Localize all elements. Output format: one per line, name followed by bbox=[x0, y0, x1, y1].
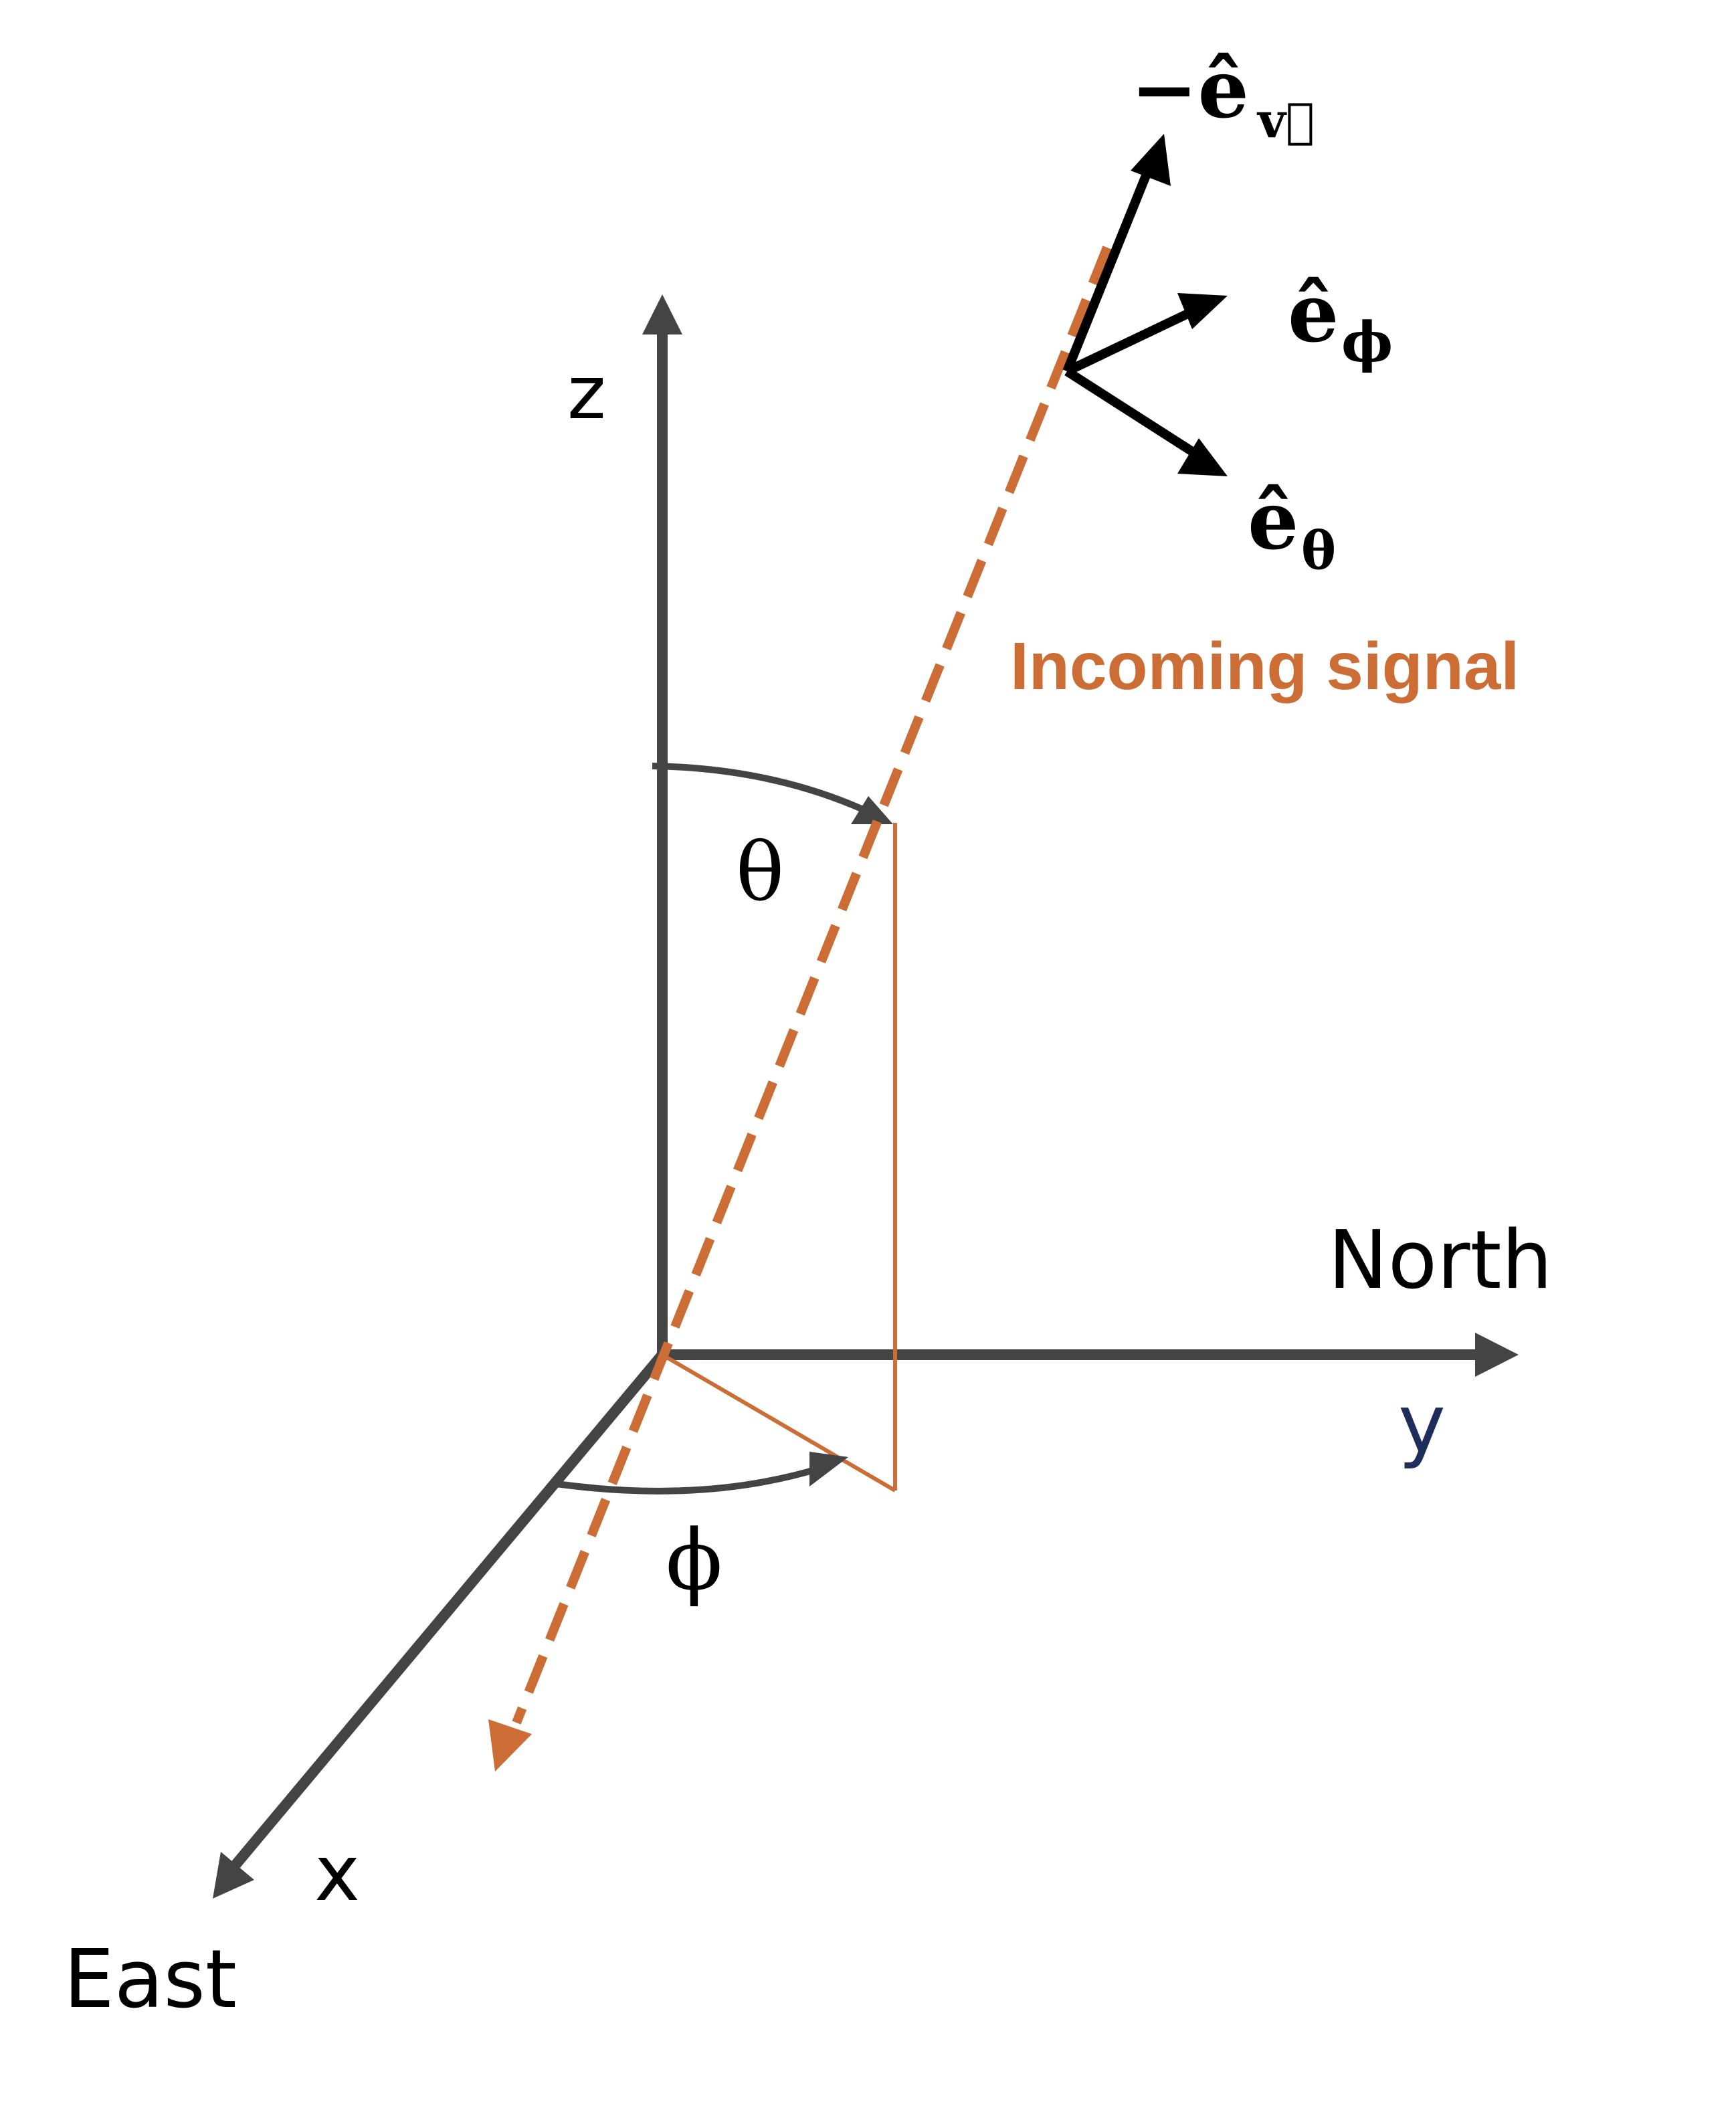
phi-arc bbox=[556, 1452, 848, 1495]
theta-arc bbox=[652, 763, 893, 824]
incoming-signal-label: Incoming signal bbox=[1010, 629, 1519, 704]
north-label: North bbox=[1328, 1214, 1553, 1307]
z-axis-label: z bbox=[567, 350, 606, 436]
x-axis-label: x bbox=[314, 1829, 360, 1919]
x-axis bbox=[213, 1351, 667, 1899]
e-phi-label: ê ϕ bbox=[1288, 266, 1393, 375]
y-axis-label: y bbox=[1398, 1378, 1446, 1471]
e-phi-vector bbox=[1064, 293, 1228, 376]
e-theta-label: ê θ bbox=[1248, 474, 1336, 581]
z-axis bbox=[642, 294, 682, 1355]
incoming-signal-line bbox=[488, 246, 1112, 1771]
east-label: East bbox=[64, 1933, 237, 2026]
phi-label: ϕ bbox=[666, 1512, 722, 1609]
e-phi-main: ê bbox=[1288, 266, 1339, 361]
e-theta-main: ê bbox=[1248, 474, 1298, 568]
e-v-main: −ê bbox=[1131, 42, 1249, 136]
projection-lines bbox=[661, 823, 897, 1493]
e-v-vector bbox=[1062, 134, 1171, 373]
e-phi-subscript: ϕ bbox=[1341, 310, 1393, 375]
e-theta-subscript: θ bbox=[1301, 520, 1336, 581]
theta-label: θ bbox=[736, 826, 784, 919]
e-v-subscript: v⃗ bbox=[1256, 92, 1315, 149]
unit-vectors bbox=[1062, 134, 1228, 476]
e-theta-vector bbox=[1064, 367, 1228, 476]
e-v-label: −ê v⃗ bbox=[1131, 42, 1315, 149]
y-axis bbox=[659, 1333, 1519, 1377]
